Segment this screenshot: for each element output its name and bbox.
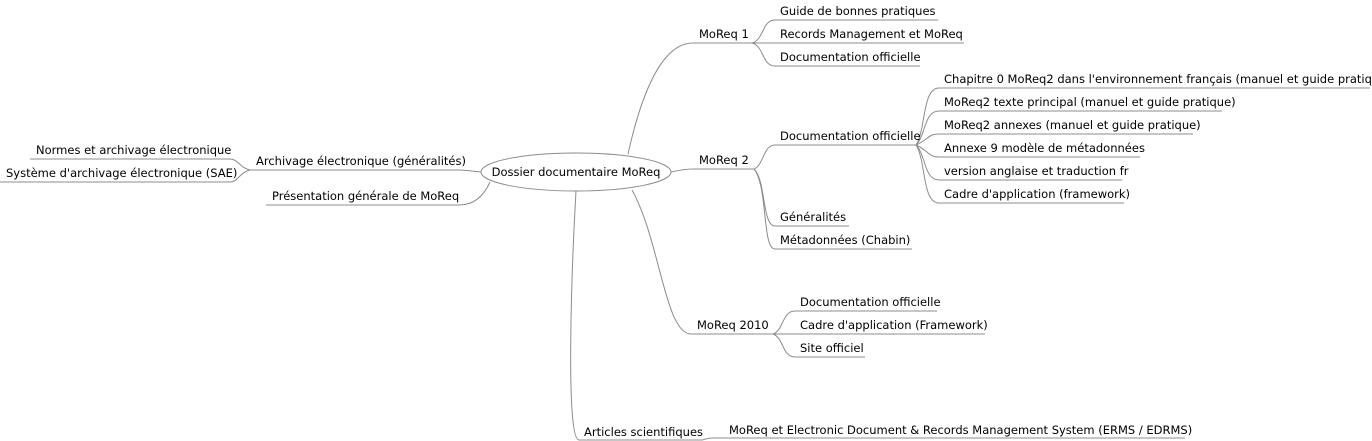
mind-map-connectors xyxy=(229,19,940,441)
node-m2-doc-cadre[interactable]: Cadre d'application (framework) xyxy=(944,187,1130,201)
connector-moreq2010-doc xyxy=(772,310,796,335)
root-node[interactable]: Dossier documentaire MoReq xyxy=(480,152,672,192)
connector-articles-art xyxy=(701,437,713,441)
node-arch-normes[interactable]: Normes et archivage électronique xyxy=(36,143,231,157)
node-m2-doc-version[interactable]: version anglaise et traduction fr xyxy=(944,164,1129,178)
connector-archivage-normes xyxy=(229,158,251,171)
node-m2-generalites[interactable]: Généralités xyxy=(780,210,846,224)
connector-root-moreq1 xyxy=(627,42,694,155)
connector-moreq1-guide xyxy=(751,19,776,44)
node-m2010-cadre[interactable]: Cadre d'application (Framework) xyxy=(800,318,988,332)
connector-m2doc-cadre xyxy=(915,144,940,204)
node-moreq2[interactable]: MoReq 2 xyxy=(699,153,749,167)
connector-root-moreq2 xyxy=(670,168,694,173)
mind-map-nodes: MoReq 1 Guide de bonnes pratiquesRecords … xyxy=(6,4,1372,439)
connector-archivage-sae xyxy=(229,169,251,183)
node-art-moreq[interactable]: MoReq et Electronic Document & Records M… xyxy=(729,423,1192,437)
node-moreq2010[interactable]: MoReq 2010 xyxy=(697,318,769,332)
node-m2-doc-texte[interactable]: MoReq2 texte principal (manuel et guide … xyxy=(944,95,1236,109)
root-node-label: Dossier documentaire MoReq xyxy=(492,165,661,179)
node-arch-sae[interactable]: Système d'archivage électronique (SAE) xyxy=(6,166,237,180)
connector-moreq2-metadonnees xyxy=(753,168,776,250)
connector-root-moreq2010 xyxy=(631,189,692,335)
node-m2-doc-annexes[interactable]: MoReq2 annexes (manuel et guide pratique… xyxy=(944,118,1201,132)
connector-moreq1-doc xyxy=(751,42,776,67)
connector-m2doc-version xyxy=(915,144,940,181)
node-m2-doc-ch0[interactable]: Chapitre 0 MoReq2 dans l'environnement f… xyxy=(944,72,1372,86)
connector-root-archivage xyxy=(458,169,482,173)
node-m1-guide[interactable]: Guide de bonnes pratiques xyxy=(780,4,936,18)
connector-m2doc-ch0 xyxy=(915,87,940,146)
mind-map-underlines xyxy=(0,19,1370,441)
connector-moreq2010-site xyxy=(772,333,796,358)
connector-root-presentation xyxy=(458,181,491,206)
node-moreq1[interactable]: MoReq 1 xyxy=(699,27,749,41)
connector-root-articles xyxy=(570,190,580,441)
node-m1-records[interactable]: Records Management et MoReq xyxy=(780,27,963,41)
node-m1-doc[interactable]: Documentation officielle xyxy=(780,50,921,64)
node-m2-doc[interactable]: Documentation officielle xyxy=(780,129,921,143)
node-m2010-doc[interactable]: Documentation officielle xyxy=(800,295,941,309)
node-m2-doc-annexe9[interactable]: Annexe 9 modèle de métadonnées xyxy=(944,141,1145,155)
node-presentation[interactable]: Présentation générale de MoReq xyxy=(272,189,459,203)
connector-m2doc-annexes xyxy=(915,133,940,146)
connector-moreq2-doc xyxy=(753,144,776,170)
node-articles[interactable]: Articles scientifiques xyxy=(584,425,703,439)
node-m2-metadonnees[interactable]: Métadonnées (Chabin) xyxy=(780,233,910,247)
connector-m2doc-texte xyxy=(915,110,940,146)
root-node-ellipse xyxy=(480,152,672,192)
connector-m2doc-annexe9 xyxy=(915,144,940,158)
connector-moreq2-generalites xyxy=(753,168,776,227)
node-m2010-site[interactable]: Site officiel xyxy=(800,341,864,355)
node-archivage[interactable]: Archivage électronique (généralités) xyxy=(256,154,466,168)
